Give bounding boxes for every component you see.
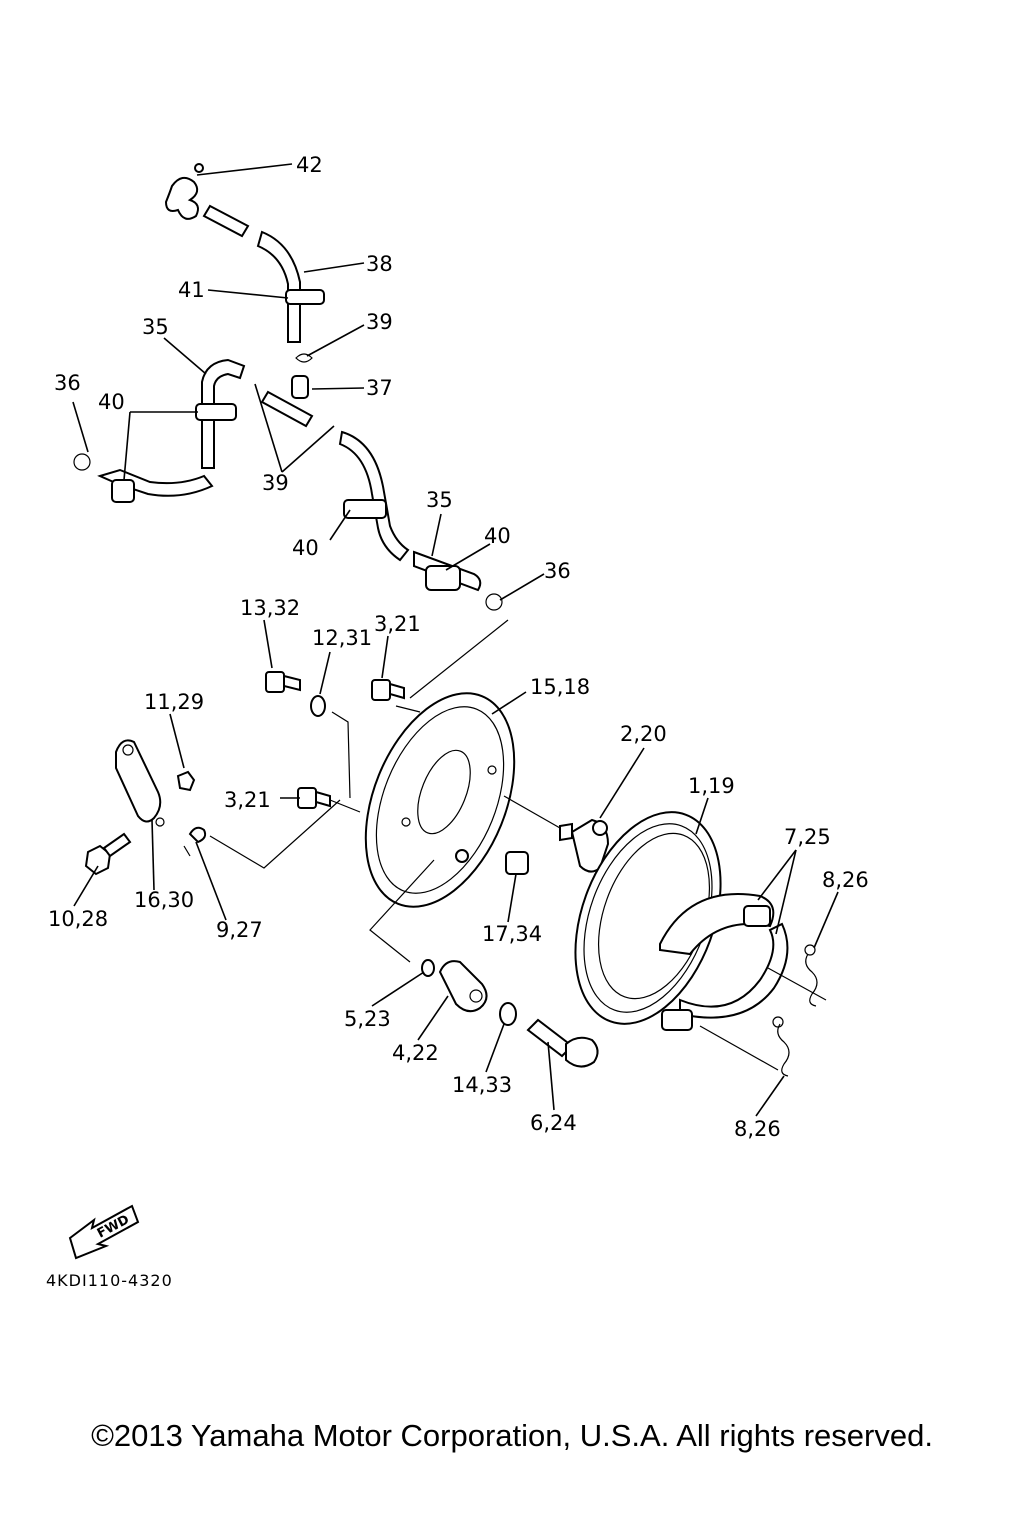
callout-1-19: 1,19: [688, 774, 735, 798]
callout-17-34: 17,34: [482, 922, 542, 946]
oring-5-23: [421, 959, 435, 977]
callout-16-30: 16,30: [134, 888, 194, 912]
callout-7-25: 7,25: [784, 825, 831, 849]
clip-9-27: [183, 826, 207, 857]
callout-2-20: 2,20: [620, 722, 667, 746]
washer-12-31: [310, 695, 326, 717]
spring-8-26-lower: [772, 1016, 790, 1077]
backing-plate-15-18: [364, 692, 516, 908]
callout-39: 39: [366, 310, 393, 334]
callout-3-21: 3,21: [374, 612, 421, 636]
callout-36: 36: [54, 371, 81, 395]
callout-11-29: 11,29: [144, 690, 204, 714]
copyright-notice: ©2013 Yamaha Motor Corporation, U.S.A. A…: [91, 1418, 933, 1453]
callout-3-21b: 3,21: [224, 788, 271, 812]
callout-40: 40: [98, 390, 125, 414]
callout-35b: 35: [426, 488, 453, 512]
callout-38: 38: [366, 252, 393, 276]
hose-35-left: [97, 358, 246, 503]
callout-4-22: 4,22: [392, 1041, 439, 1065]
bolt-17-34: [505, 851, 529, 875]
assembly-lines: [209, 619, 827, 1071]
cam-6-24: [526, 1018, 599, 1068]
callout-14-33: 14,33: [452, 1073, 512, 1097]
bolt-13-32: [265, 671, 301, 693]
callout-15-18: 15,18: [530, 675, 590, 699]
callout-37: 37: [366, 376, 393, 400]
brake-shoes-7-25: [659, 893, 789, 1031]
clamp-36-left: [73, 453, 91, 471]
leader-lines: [72, 163, 839, 1117]
fwd-arrow-icon: FWD: [68, 1204, 140, 1260]
callout-35: 35: [142, 315, 169, 339]
callout-40c: 40: [292, 536, 319, 560]
callout-8-26: 8,26: [822, 868, 869, 892]
bolt-3-21-left: [297, 787, 331, 809]
callout-42: 42: [296, 153, 323, 177]
spring-8-26-upper: [804, 944, 818, 1007]
callout-12-31: 12,31: [312, 626, 372, 650]
callout-8-26b: 8,26: [734, 1117, 781, 1141]
callout-5-23: 5,23: [344, 1007, 391, 1031]
hose-42-clamp: [164, 163, 204, 220]
hose-35-right: [338, 430, 482, 592]
callout-13-32: 13,32: [240, 596, 300, 620]
callout-6-24: 6,24: [530, 1111, 577, 1135]
hose-38: [202, 204, 325, 343]
clamp-36-right: [485, 593, 503, 611]
callout-10-28: 10,28: [48, 907, 108, 931]
callout-39b: 39: [262, 471, 289, 495]
callout-40b: 40: [484, 524, 511, 548]
bolt-10-28: [84, 832, 132, 876]
callout-labels: 42 38 41 39 35 37 36 40 39 35 40 40 36 1…: [48, 153, 869, 1141]
callout-36b: 36: [544, 559, 571, 583]
camshaft-4-22: [438, 960, 488, 1013]
bolt-3-21-top: [371, 679, 405, 701]
clip-39-top: [295, 353, 313, 363]
camshaft-2-20: [559, 818, 610, 873]
callout-41: 41: [178, 278, 205, 302]
brake-drum-1-19: [574, 811, 722, 1025]
nut-11-29: [176, 770, 196, 792]
callout-9-27: 9,27: [216, 918, 263, 942]
diagram-code: 4KDI110-4320: [46, 1271, 173, 1290]
lever-16-30: [115, 739, 165, 827]
washer-14-33: [499, 1002, 517, 1026]
joint-37: [260, 375, 314, 428]
